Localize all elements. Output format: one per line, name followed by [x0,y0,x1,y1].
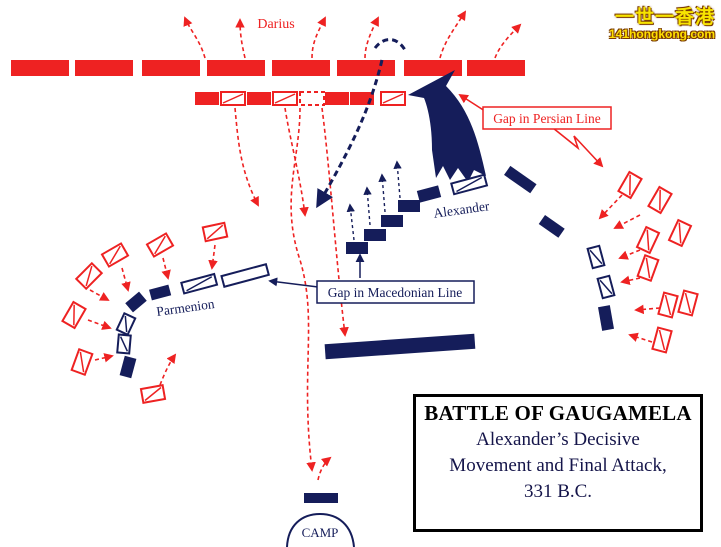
macedonian-reserve [324,333,476,360]
site-watermark: 一世一香港 141hongkong.com [609,2,715,41]
watermark-url: 141hongkong.com [608,27,715,41]
gap-persian-label: Gap in Persian Line [493,111,601,126]
macedonian-gap-pointer [268,277,319,288]
persian-left-units [61,221,229,404]
parmenion-units [115,262,270,379]
gap-macedonian-label: Gap in Macedonian Line [328,285,463,300]
persian-right-units [617,170,699,354]
map-subtitle-line-1: Alexander’s Decisive [476,429,640,450]
alexander-units [346,173,489,254]
camp-label: CAMP [302,525,339,540]
parmenion-label: Parmenion [155,296,215,319]
camp-outline [286,512,355,547]
map-title-box: BATTLE OF GAUGAMELA Alexander’s Decisive… [413,394,703,532]
persian-retreat-arrows [183,10,522,59]
persian-gap-callout-box [482,106,612,130]
macedonian-gap-callout-box [316,280,475,304]
macedonian-right-flank [504,165,616,331]
map-title: BATTLE OF GAUGAMELA [424,401,692,425]
persian-right-arrows [598,194,661,343]
persian-gap-callout-pointer [458,93,604,168]
map-subtitle-line-2: Movement and Final Attack, [449,455,667,476]
alexander-label: Alexander [432,198,490,221]
persian-front-line [11,60,525,76]
watermark-chinese: 一世一香港 [614,6,715,28]
persian-left-arrows [87,244,218,386]
map-subtitle-line-3: 331 B.C. [523,481,593,502]
darius-label: Darius [257,17,294,32]
alexander-attack-arrow [408,70,486,182]
macedonian-movement-arrows [316,38,407,209]
camp-guard [304,493,338,503]
alexander-wedge-arrows [346,160,402,241]
